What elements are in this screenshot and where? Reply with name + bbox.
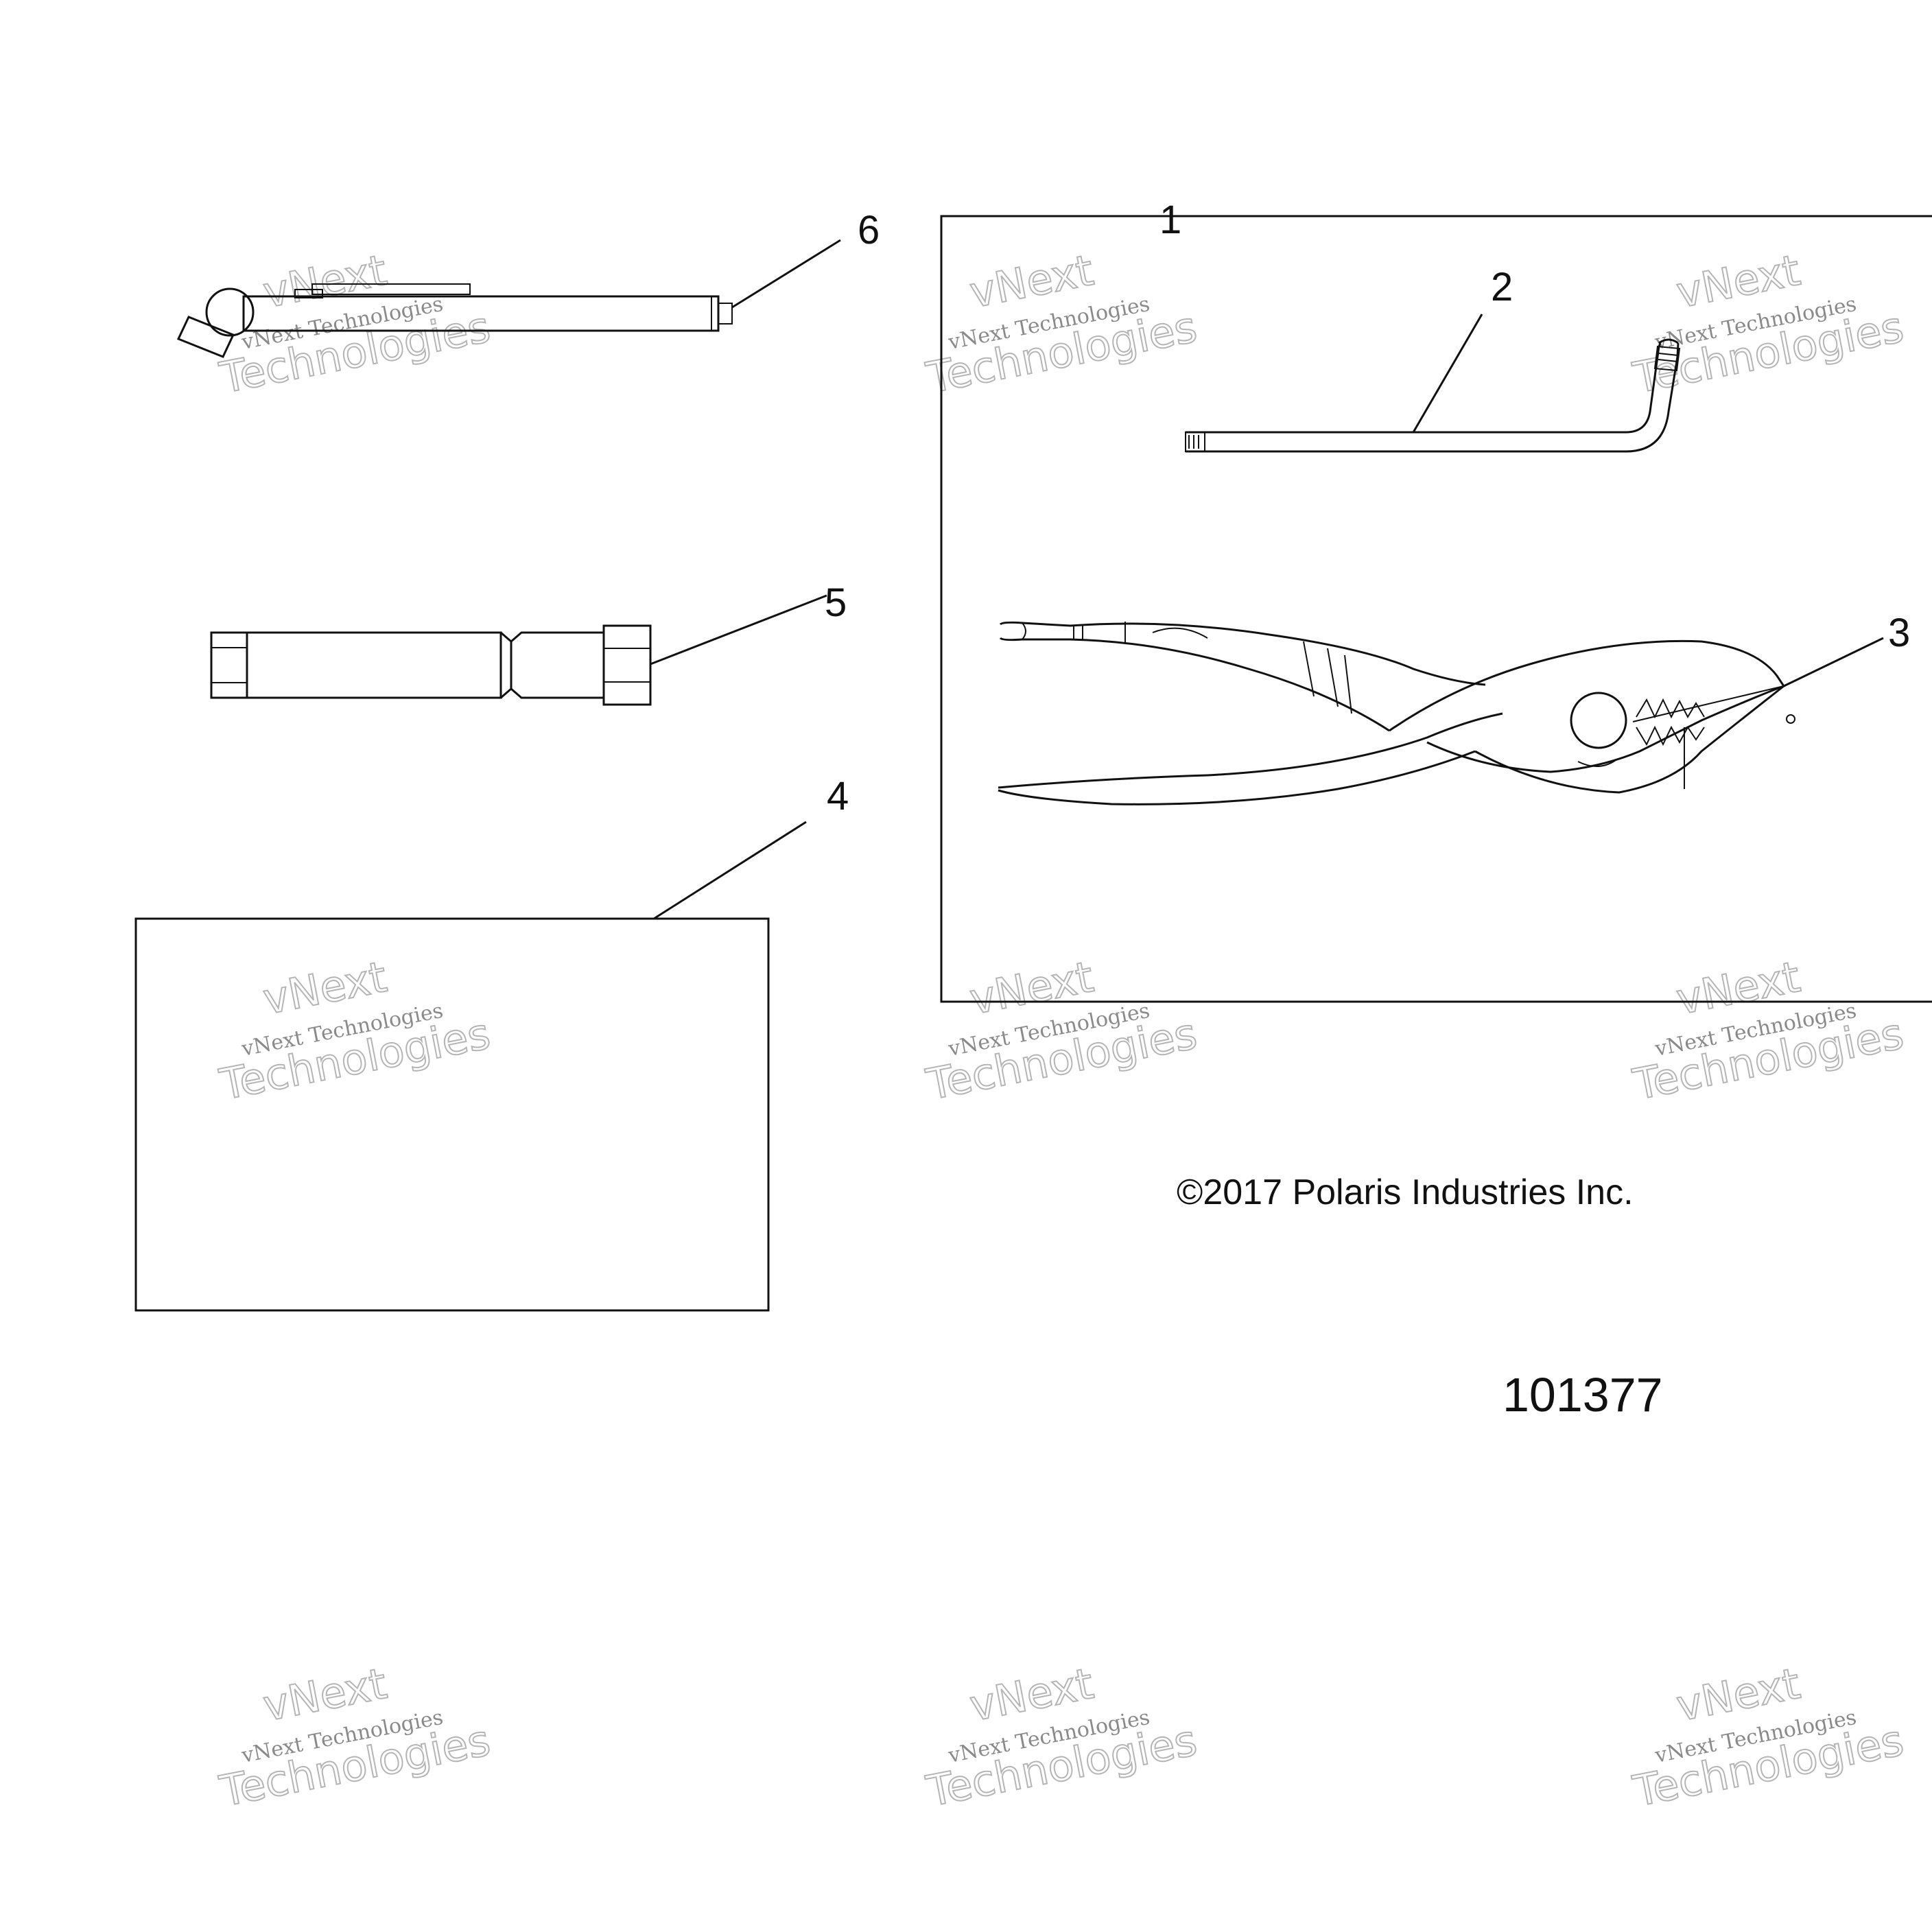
watermark: vNext vNext Technologies Technologies [215,1658,495,1817]
watermark: vNext vNext Technologies Technologies [921,1658,1201,1817]
callout-3: 3 [1888,611,1910,655]
spark-plug-socket [210,624,652,706]
slip-joint-pliers [998,621,1795,805]
leader-line-3 [1783,637,1884,687]
watermark: vNext vNext Technologies Technologies [1628,244,1908,404]
watermark-grid: vNext vNext Technologies Technologies vN… [215,244,1908,1817]
leader-line-5 [650,594,827,665]
tire-pressure-gauge [176,283,733,358]
watermark: vNext vNext Technologies Technologies [1628,1658,1908,1817]
watermark: vNext vNext Technologies Technologies [921,951,1201,1111]
document-number: 101377 [1503,1368,1663,1422]
callout-4: 4 [827,774,849,818]
watermark: vNext vNext Technologies Technologies [921,244,1201,404]
watermark: vNext vNext Technologies Technologies [1628,951,1908,1111]
copyright-notice: ©2017 Polaris Industries Inc. [1177,1173,1634,1212]
callout-1: 1 [1159,198,1181,242]
leader-lines [650,239,1884,920]
tool-kit-box [940,215,1932,1003]
callout-5: 5 [825,580,847,625]
leader-line-2 [1412,314,1483,433]
callout-2: 2 [1491,265,1513,309]
owner-manual [134,917,770,1312]
watermark: vNext vNext Technologies Technologies [215,244,495,404]
leader-line-6 [731,239,841,309]
callout-6: 6 [858,208,880,252]
torx-wrench [1185,338,1681,453]
watermark: vNext vNext Technologies Technologies [215,951,495,1111]
leader-line-4 [653,821,807,920]
